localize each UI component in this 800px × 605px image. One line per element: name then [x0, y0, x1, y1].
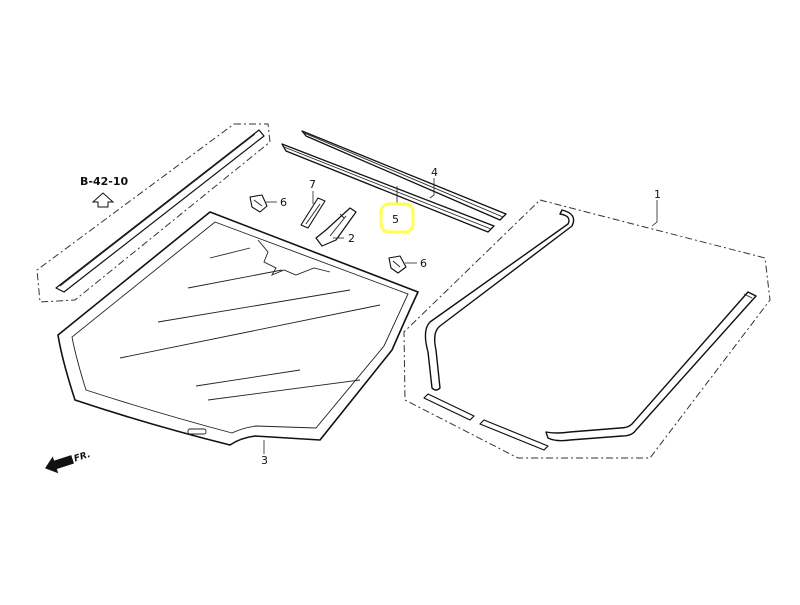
- windshield-sensor-area: [257, 239, 331, 276]
- rear-glass-side-inner: [743, 293, 753, 299]
- rear-glass-side-molding: [545, 291, 757, 442]
- dam-rubber-5: [281, 143, 495, 233]
- reference-molding-group: [36, 123, 271, 303]
- callout-6b[interactable]: 6: [420, 257, 427, 270]
- top-molding-4: [301, 130, 507, 221]
- front-direction-arrow-icon: [44, 455, 74, 474]
- rear-glass-molding: [424, 209, 575, 391]
- rear-glass-bottom-strip-a: [423, 393, 475, 421]
- sensor-bracket-2: [315, 207, 357, 247]
- glass-reflection-4: [119, 304, 381, 359]
- glass-reflection-3: [157, 289, 351, 323]
- callout-4[interactable]: 4: [431, 166, 438, 179]
- windshield-inner: [71, 221, 409, 434]
- clip-6a-shape: [249, 194, 268, 213]
- callout-7[interactable]: 7: [309, 178, 316, 191]
- glass-reflection-6: [207, 379, 361, 401]
- windshield-glass: [57, 211, 419, 446]
- reference-molding: [55, 129, 265, 293]
- top-molding-4-inner: [303, 132, 504, 218]
- bracket-7: [300, 197, 326, 229]
- rear-glass-bottom-strip-b: [479, 419, 549, 451]
- glass-tab: [187, 428, 207, 435]
- sensor-bracket-2-shape: [315, 207, 357, 247]
- reference-label[interactable]: B-42-10: [80, 175, 128, 188]
- up-arrow-icon: [91, 192, 115, 208]
- highlight-ring: [379, 202, 415, 234]
- callout-1[interactable]: 1: [654, 188, 661, 201]
- rear-glass-group: [403, 199, 771, 459]
- clip-6b-detail: [392, 260, 401, 268]
- bracket-7-detail: [305, 203, 321, 225]
- clip-6b: [388, 255, 407, 274]
- top-molding-4-outline: [301, 130, 507, 221]
- bracket-7-shape: [300, 197, 326, 229]
- dam-rubber-5-inner: [283, 146, 492, 230]
- leader-1: [651, 200, 658, 227]
- callout-3[interactable]: 3: [261, 454, 268, 467]
- front-direction-indicator: FR.: [44, 450, 92, 474]
- glass-reflection-2: [187, 269, 283, 289]
- reference-dashed-outline: [36, 123, 271, 303]
- sensor-bracket-2-detail: [329, 213, 347, 237]
- front-direction-label: FR.: [73, 450, 92, 465]
- clip-6b-shape: [388, 255, 407, 274]
- clip-6a: [249, 194, 268, 213]
- clip-6a-detail: [253, 199, 263, 207]
- callout-6a[interactable]: 6: [280, 196, 287, 209]
- leader-4: [429, 178, 435, 199]
- callout-2[interactable]: 2: [348, 232, 355, 245]
- glass-reflection-5: [195, 369, 301, 387]
- windshield-outer: [57, 211, 419, 446]
- reference-molding-inner: [59, 133, 256, 287]
- glass-reflection-1: [209, 247, 251, 259]
- callout-5[interactable]: 5: [392, 213, 399, 226]
- dam-rubber-5-outline: [281, 143, 495, 233]
